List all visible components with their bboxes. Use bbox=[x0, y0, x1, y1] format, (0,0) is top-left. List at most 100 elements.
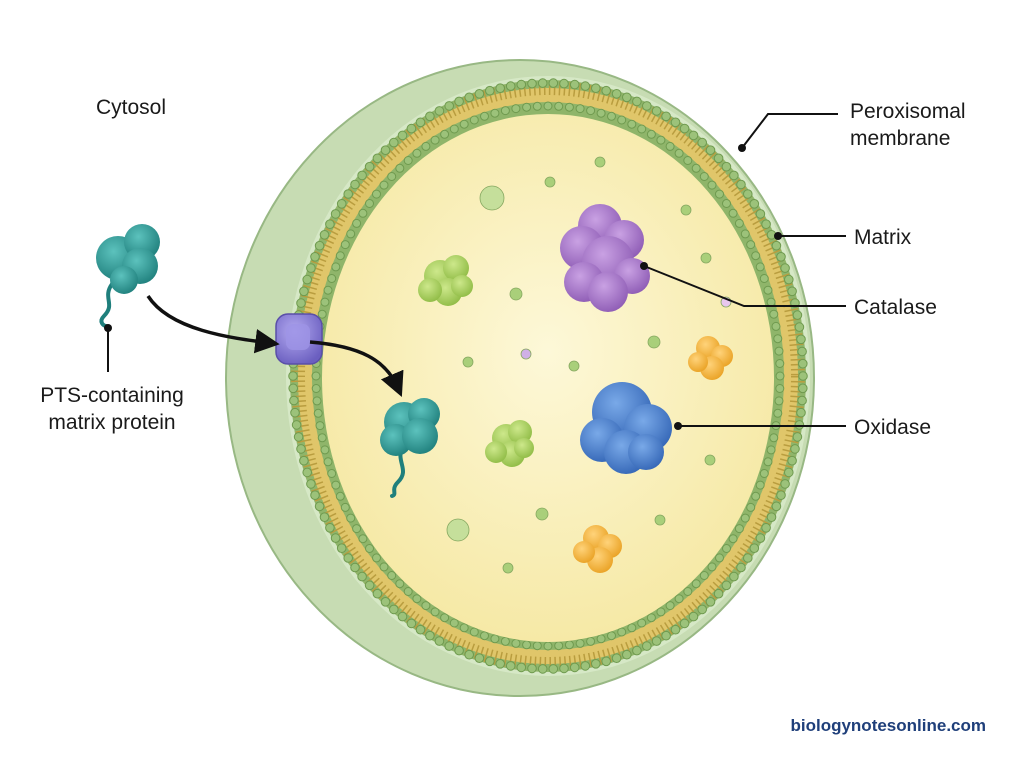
lipid-head bbox=[591, 659, 601, 669]
pts-protein-label-line2: matrix protein bbox=[48, 411, 176, 434]
lipid-head bbox=[379, 562, 389, 572]
lipid-head bbox=[299, 455, 309, 466]
lipid-head bbox=[591, 83, 601, 93]
lipid-head bbox=[412, 148, 422, 158]
lipid-head bbox=[331, 262, 341, 272]
lipid-head bbox=[434, 106, 445, 116]
lipid-head bbox=[543, 641, 553, 651]
lipid-head bbox=[320, 445, 330, 455]
lipid-head bbox=[464, 92, 475, 103]
lipid-head bbox=[691, 163, 701, 173]
lipid-head bbox=[527, 78, 537, 89]
lipid-head bbox=[721, 580, 732, 591]
lipid-head bbox=[763, 457, 773, 467]
lipid-head bbox=[632, 645, 642, 656]
lipid-head bbox=[746, 240, 756, 250]
lipid-head bbox=[646, 129, 656, 139]
lipid-head bbox=[564, 640, 574, 650]
source-watermark: biologynotesonline.com bbox=[790, 716, 986, 735]
matrix-particle bbox=[680, 204, 692, 216]
peroxisomal-membrane-label: Peroxisomal membrane bbox=[850, 98, 966, 152]
lipid-head bbox=[331, 480, 341, 490]
lipid-head bbox=[314, 501, 325, 512]
lipid-head bbox=[511, 104, 521, 114]
orange-protein-2 bbox=[573, 525, 622, 573]
lipid-head bbox=[740, 229, 750, 239]
lipid-head bbox=[749, 543, 760, 554]
lipid-head bbox=[469, 115, 479, 125]
lipid-head bbox=[784, 467, 794, 478]
lipid-head bbox=[734, 524, 744, 534]
lipid-head bbox=[601, 656, 612, 667]
lipid-head bbox=[683, 156, 693, 165]
lipid-head bbox=[522, 640, 532, 650]
lipid-head bbox=[797, 346, 807, 357]
lipid-head bbox=[380, 145, 391, 155]
lipid-head bbox=[651, 636, 662, 646]
lipid-head bbox=[642, 101, 652, 111]
lipid-head bbox=[751, 251, 761, 261]
leader-lines bbox=[104, 113, 846, 430]
lipid-head bbox=[792, 432, 803, 442]
lipid-head bbox=[532, 641, 542, 651]
cytosol-label: Cytosol bbox=[96, 96, 167, 119]
matrix-particle bbox=[568, 360, 580, 372]
lipid-head bbox=[469, 627, 479, 637]
lipid-head bbox=[522, 102, 532, 112]
lipid-head bbox=[751, 491, 761, 501]
lipid-head bbox=[312, 396, 322, 406]
catalase-label: Catalase bbox=[854, 296, 937, 319]
oxidase-label: Oxidase bbox=[854, 416, 932, 439]
lipid-head bbox=[707, 562, 717, 572]
lipid-head bbox=[474, 653, 485, 664]
matrix-particle bbox=[594, 156, 606, 168]
lipid-head bbox=[679, 618, 690, 629]
lipid-head bbox=[313, 408, 323, 418]
lipid-head bbox=[406, 123, 417, 134]
lipid-head bbox=[288, 371, 298, 381]
lipid-head bbox=[327, 274, 337, 283]
lipid-head bbox=[596, 108, 606, 118]
oxidase-protein bbox=[580, 382, 672, 474]
lipid-head bbox=[403, 587, 413, 596]
lipid-head bbox=[787, 455, 797, 466]
lipid-head bbox=[459, 119, 469, 129]
lipid-head bbox=[314, 240, 325, 251]
lipid-head bbox=[343, 553, 354, 563]
lipid-head bbox=[543, 101, 553, 111]
pts-protein-label-line1: PTS-containing bbox=[40, 384, 184, 407]
lipid-head bbox=[642, 641, 652, 651]
lipid-head bbox=[372, 153, 383, 164]
lipid-head bbox=[559, 663, 569, 674]
lipid-head bbox=[532, 101, 542, 111]
lipid-head bbox=[601, 85, 612, 96]
lipid-head bbox=[755, 262, 765, 272]
lipid-head bbox=[364, 580, 375, 591]
lipid-head bbox=[761, 219, 771, 229]
lipid-head bbox=[358, 534, 368, 544]
lipid-head bbox=[759, 469, 769, 478]
lipid-head bbox=[728, 208, 738, 218]
lipid-head bbox=[575, 638, 585, 648]
lipid-head bbox=[548, 78, 559, 88]
lipid-head bbox=[656, 607, 666, 617]
lipid-head bbox=[430, 135, 440, 145]
lipid-head bbox=[796, 334, 806, 345]
lipid-head bbox=[311, 384, 321, 393]
lipid-head bbox=[340, 240, 350, 250]
lipid-head bbox=[771, 501, 782, 512]
lipid-head bbox=[379, 180, 389, 190]
lipid-head bbox=[364, 161, 375, 172]
lipid-head bbox=[797, 395, 807, 406]
lipid-head bbox=[372, 189, 381, 199]
cytosolic-pts-protein bbox=[96, 224, 160, 328]
matrix-particle bbox=[520, 348, 532, 360]
lipid-head bbox=[755, 533, 766, 543]
matrix-particle bbox=[509, 287, 523, 301]
lipid-head bbox=[293, 432, 304, 442]
lipid-head bbox=[548, 664, 559, 674]
lipid-head bbox=[755, 480, 765, 490]
lipid-head bbox=[302, 467, 313, 478]
lipid-head bbox=[310, 490, 320, 501]
lipid-head bbox=[736, 562, 746, 573]
